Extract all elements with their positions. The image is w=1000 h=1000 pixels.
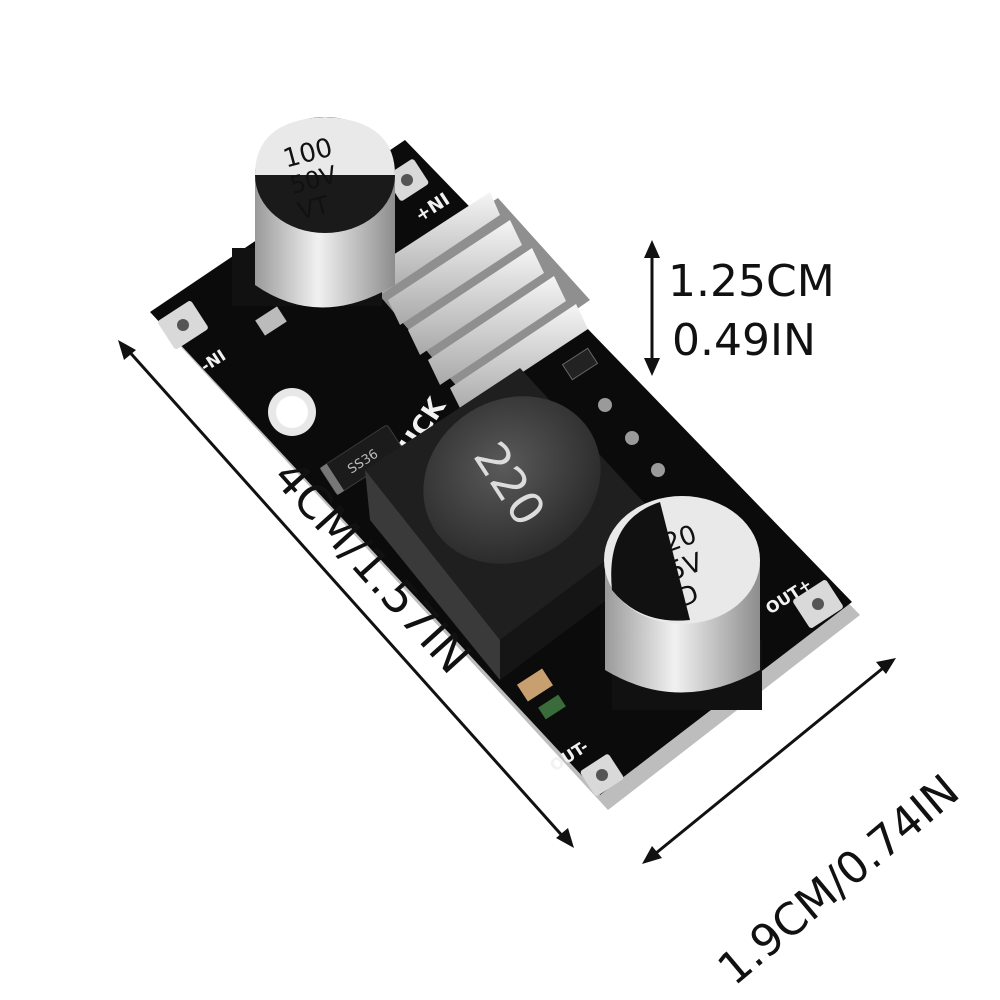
height-in-label: 0.49IN	[672, 315, 816, 366]
smd-components	[255, 306, 665, 720]
output-capacitor: 220 35V VD	[604, 496, 762, 710]
width-label: 1.9CM/0.74IN	[709, 765, 970, 995]
length-dimension-arrow	[118, 340, 574, 848]
diode-ss36: SS36	[319, 425, 404, 495]
input-capacitor: 100 50V VT	[232, 117, 395, 308]
height-cm-label: 1.25CM	[668, 256, 835, 307]
height-dimension-arrow	[644, 240, 660, 376]
width-dimension-arrow	[642, 658, 896, 864]
heatsink	[368, 192, 590, 412]
